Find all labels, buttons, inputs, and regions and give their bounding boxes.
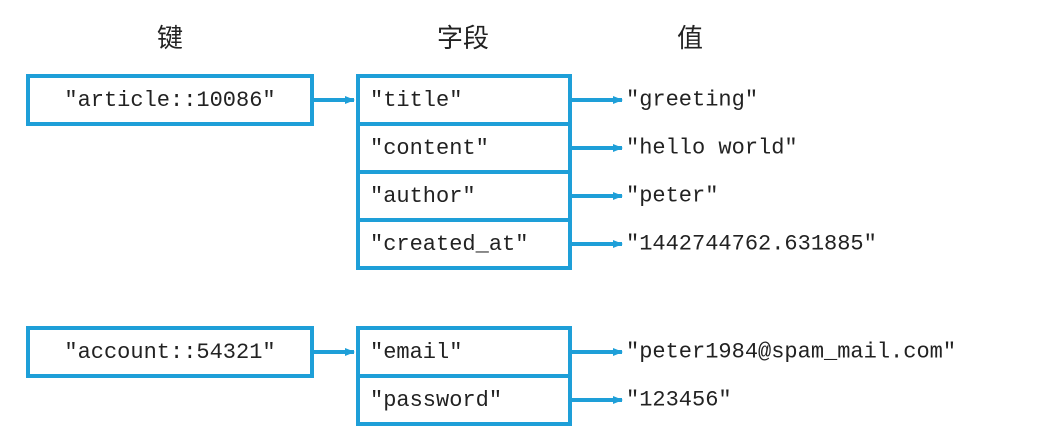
value-label: "1442744762.631885" — [626, 231, 877, 257]
field-label: "password" — [370, 387, 503, 413]
field-label: "created_at" — [370, 231, 529, 257]
field-label: "email" — [370, 339, 463, 365]
value-label: "peter" — [626, 183, 719, 209]
field-label: "author" — [370, 183, 476, 209]
field-label: "title" — [370, 87, 463, 113]
hash-key-label: "account::54321" — [64, 339, 276, 365]
value-label: "hello world" — [626, 135, 798, 161]
header-key: 键 — [156, 24, 184, 54]
field-box: "password" — [356, 374, 572, 426]
value-label: "greeting" — [626, 87, 759, 113]
field-label: "content" — [370, 135, 489, 161]
hash-key-box: "article::10086" — [26, 74, 314, 126]
value-label: "peter1984@spam_mail.com" — [626, 339, 957, 365]
header-field: 字段 — [436, 24, 490, 54]
field-box: "created_at" — [356, 218, 572, 270]
hash-key-box: "account::54321" — [26, 326, 314, 378]
hash-key-label: "article::10086" — [64, 87, 276, 113]
header-value: 值 — [676, 24, 704, 54]
value-label: "123456" — [626, 387, 732, 413]
